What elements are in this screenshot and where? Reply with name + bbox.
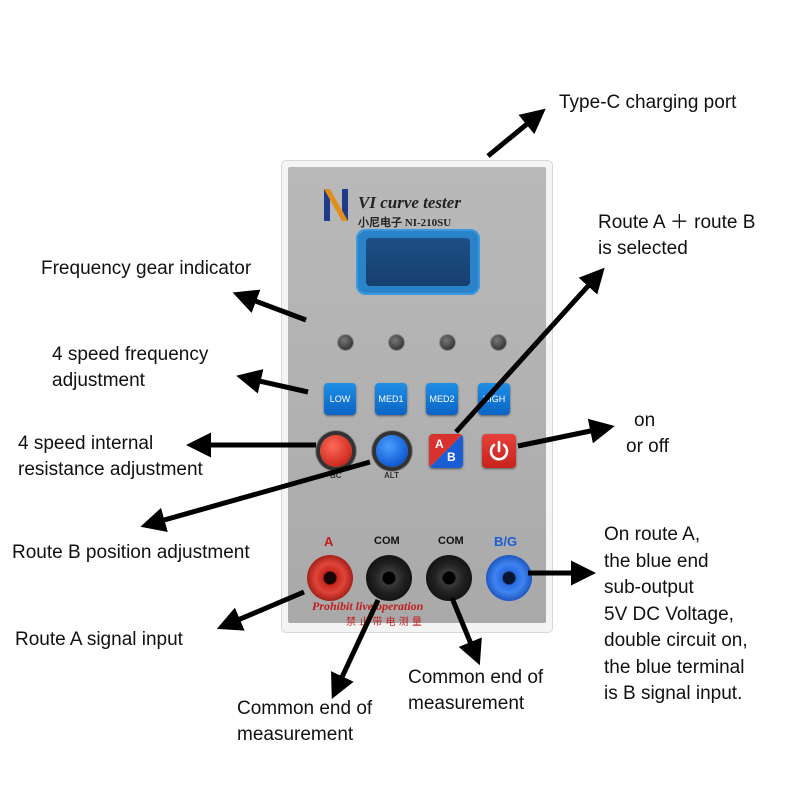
device-subtitle: 小尼电子 NI-210SU bbox=[358, 217, 452, 229]
label-common-2: Common end of measurement bbox=[408, 667, 544, 714]
terminal-a-red[interactable] bbox=[307, 555, 353, 601]
internal-resistance-knob[interactable] bbox=[320, 435, 352, 467]
device-front-panel: VI curve tester 小尼电子 NI-210SU LOW MED1 M… bbox=[288, 167, 546, 628]
label-route-a-in: Route A signal input bbox=[15, 629, 183, 650]
terminal-com-2[interactable] bbox=[426, 555, 472, 601]
knob-label-alt: ALT bbox=[384, 471, 399, 480]
frequency-led-4 bbox=[491, 335, 506, 350]
label-route-b-pos: Route B position adjustment bbox=[12, 542, 250, 563]
route-ab-button[interactable]: A B bbox=[429, 434, 463, 468]
high-button[interactable]: HIGH bbox=[478, 383, 510, 415]
frequency-led-1 bbox=[338, 335, 353, 350]
label-type-c: Type-C charging port bbox=[559, 92, 737, 113]
terminal-com-1[interactable] bbox=[366, 555, 412, 601]
lcd-screen bbox=[356, 229, 480, 295]
arrow-type-c bbox=[486, 108, 546, 158]
low-button[interactable]: LOW bbox=[324, 383, 356, 415]
lcd-display bbox=[366, 238, 470, 286]
frequency-led-2 bbox=[389, 335, 404, 350]
route-ab-label-b: B bbox=[447, 450, 456, 464]
device-title: VI curve tester bbox=[358, 193, 461, 212]
label-common-1: Common end of measurement bbox=[237, 698, 373, 745]
power-button[interactable] bbox=[482, 434, 516, 468]
terminal-bg-blue[interactable] bbox=[486, 555, 532, 601]
label-on-off: on or off bbox=[626, 410, 669, 457]
label-freq-adjust: 4 speed frequency adjustment bbox=[52, 344, 209, 391]
warning-text-cn: 禁 止 带 电 测 量 bbox=[346, 617, 422, 628]
frequency-led-3 bbox=[440, 335, 455, 350]
terminal-label-com-2: COM bbox=[438, 535, 464, 547]
route-b-position-knob[interactable] bbox=[376, 435, 408, 467]
brand-logo-icon bbox=[324, 189, 348, 221]
terminal-label-com-1: COM bbox=[374, 535, 400, 547]
label-resistance: 4 speed internal resistance adjustment bbox=[18, 433, 203, 480]
power-icon bbox=[489, 440, 509, 461]
med1-button[interactable]: MED1 bbox=[375, 383, 407, 415]
route-ab-label-a: A bbox=[435, 437, 444, 451]
med2-button[interactable]: MED2 bbox=[426, 383, 458, 415]
vi-curve-tester-device: VI curve tester 小尼电子 NI-210SU LOW MED1 M… bbox=[282, 161, 552, 632]
terminal-label-a: A bbox=[324, 534, 334, 549]
label-route-ab: Route A ＋ route B is selected bbox=[598, 212, 756, 259]
label-freq-indicator: Frequency gear indicator bbox=[41, 258, 252, 279]
knob-label-bc: BC bbox=[330, 471, 342, 480]
terminal-label-bg: B/G bbox=[494, 534, 518, 549]
label-route-a-out: On route A, the blue end sub-output 5V D… bbox=[604, 524, 748, 704]
route-ab-split-icon bbox=[429, 434, 463, 468]
warning-text: Prohibit live operation bbox=[312, 599, 424, 613]
